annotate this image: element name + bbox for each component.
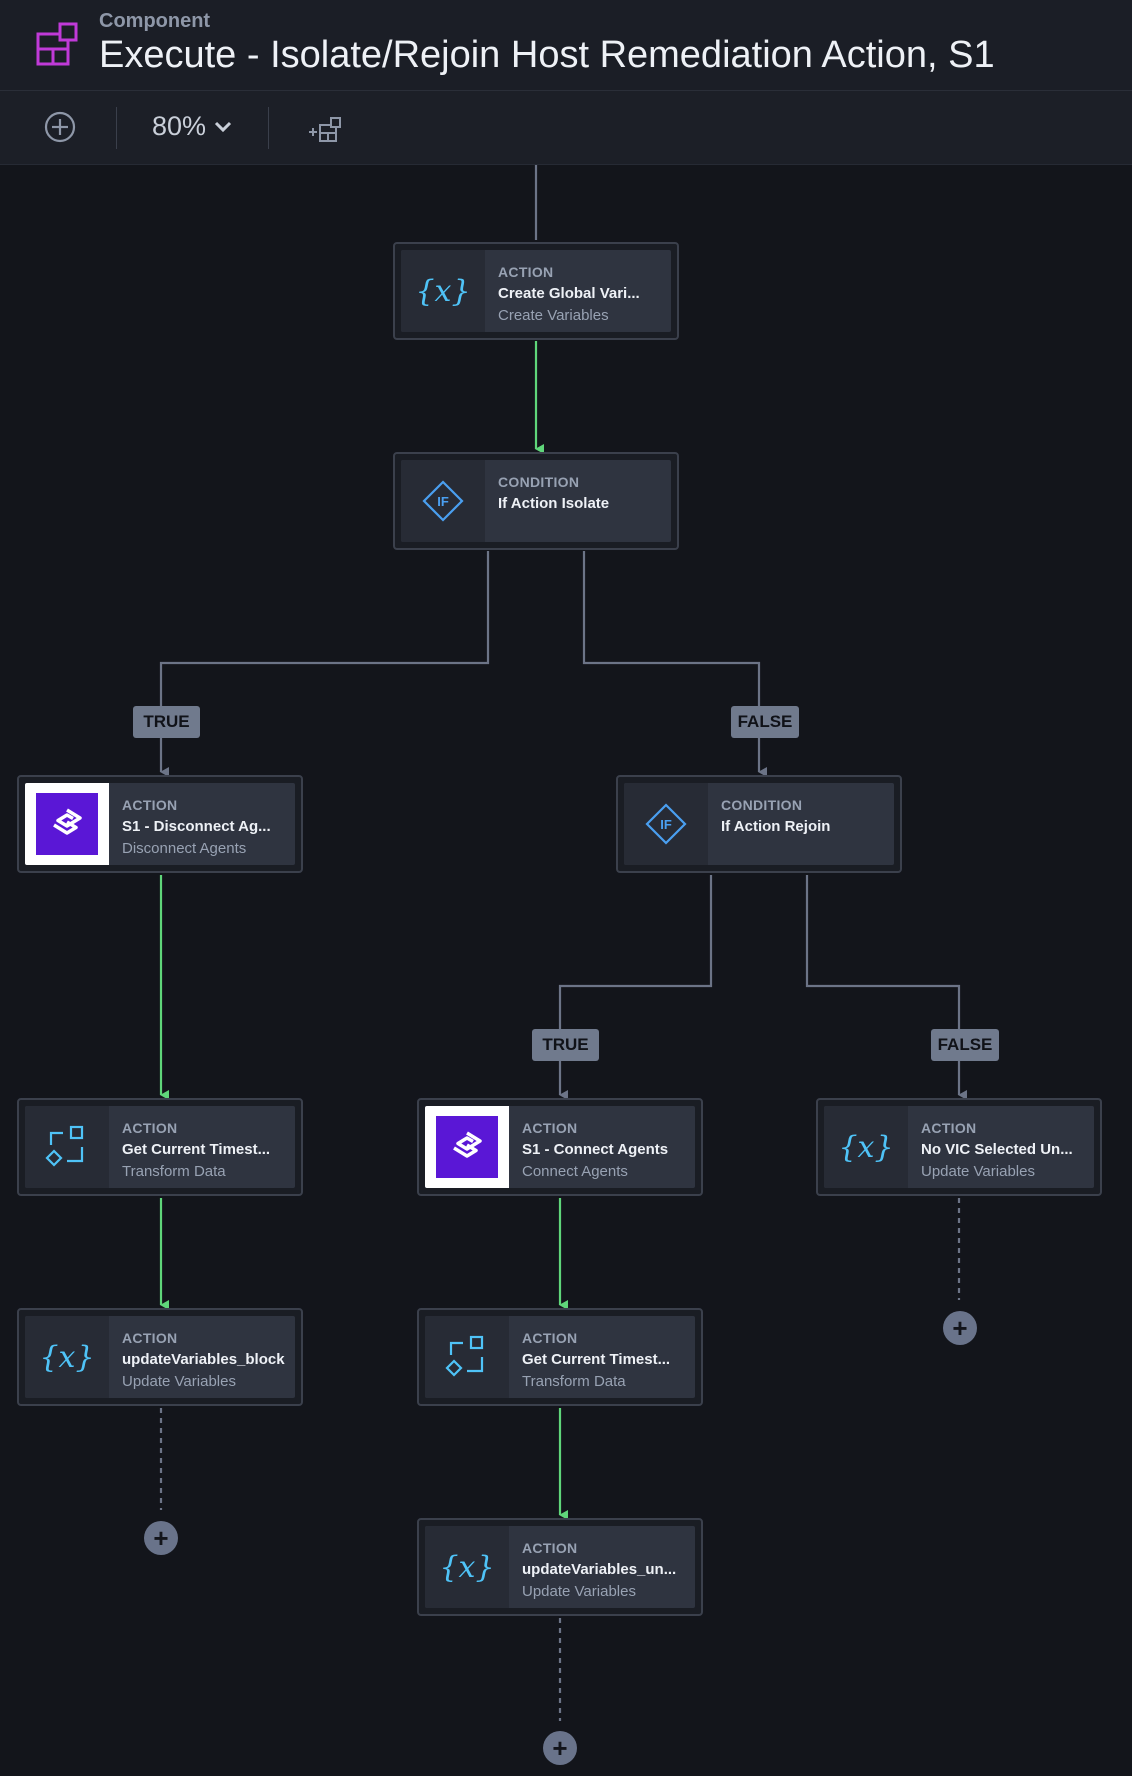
node-subtitle: Connect Agents bbox=[522, 1163, 628, 1180]
node-type: ACTION bbox=[921, 1120, 977, 1136]
node-if-action-isolate[interactable]: IF CONDITION If Action Isolate bbox=[393, 452, 679, 550]
transform-icon bbox=[45, 1125, 84, 1167]
node-title: No VIC Selected Un... bbox=[921, 1141, 1073, 1158]
node-type: CONDITION bbox=[498, 474, 580, 490]
add-component-icon[interactable] bbox=[306, 108, 348, 146]
add-step-button[interactable]: + bbox=[943, 1311, 977, 1345]
node-title: Create Global Vari... bbox=[498, 285, 640, 302]
edge-false bbox=[805, 875, 967, 1100]
node-s1-connect-agents[interactable]: ACTION S1 - Connect Agents Connect Agent… bbox=[417, 1098, 703, 1196]
toolbar-divider bbox=[268, 107, 269, 149]
node-create-global-variables[interactable]: {x} ACTION Create Global Vari... Create … bbox=[393, 242, 679, 340]
branch-label-true: TRUE bbox=[133, 706, 200, 738]
node-update-variables-un[interactable]: {x} ACTION updateVariables_un... Update … bbox=[417, 1518, 703, 1616]
edge-false bbox=[582, 551, 767, 777]
node-type: ACTION bbox=[498, 264, 554, 280]
node-type: ACTION bbox=[522, 1120, 578, 1136]
toolbar-divider bbox=[116, 107, 117, 149]
node-subtitle: Update Variables bbox=[522, 1583, 636, 1600]
node-no-vic-selected[interactable]: {x} ACTION No VIC Selected Un... Update … bbox=[816, 1098, 1102, 1196]
add-step-button[interactable]: + bbox=[144, 1521, 178, 1555]
node-title: Get Current Timest... bbox=[522, 1351, 671, 1368]
if-condition-icon: IF bbox=[645, 803, 687, 845]
svg-text:{x}: {x} bbox=[441, 1550, 493, 1585]
node-title: updateVariables_un... bbox=[522, 1561, 677, 1578]
node-type: ACTION bbox=[122, 1330, 178, 1346]
variable-icon: {x} bbox=[41, 1340, 93, 1375]
node-title: If Action Isolate bbox=[498, 495, 610, 512]
node-if-action-rejoin[interactable]: IF CONDITION If Action Rejoin bbox=[616, 775, 902, 873]
canvas-toolbar: 80% bbox=[0, 91, 1132, 165]
svg-text:IF: IF bbox=[660, 817, 672, 832]
node-type: ACTION bbox=[122, 1120, 178, 1136]
node-get-current-timestamp[interactable]: ACTION Get Current Timest... Transform D… bbox=[417, 1308, 703, 1406]
node-title: If Action Rejoin bbox=[721, 818, 831, 835]
svg-text:{x}: {x} bbox=[417, 274, 469, 309]
sentinelone-icon bbox=[436, 1116, 498, 1178]
header-subtitle: Component bbox=[99, 10, 211, 32]
edge-true bbox=[159, 551, 490, 777]
chevron-down-icon bbox=[214, 121, 232, 132]
variable-icon: {x} bbox=[441, 1550, 493, 1585]
node-type: ACTION bbox=[522, 1330, 578, 1346]
node-subtitle: Create Variables bbox=[498, 307, 609, 324]
zoom-select[interactable]: 80% bbox=[152, 111, 232, 142]
zoom-value: 80% bbox=[152, 111, 207, 141]
edge-true bbox=[558, 875, 713, 1100]
svg-text:{x}: {x} bbox=[840, 1130, 892, 1165]
component-header: Component Execute - Isolate/Rejoin Host … bbox=[0, 0, 1132, 91]
node-subtitle: Update Variables bbox=[921, 1163, 1035, 1180]
node-get-current-timestamp[interactable]: ACTION Get Current Timest... Transform D… bbox=[17, 1098, 303, 1196]
component-icon bbox=[36, 22, 78, 66]
node-type: ACTION bbox=[122, 797, 178, 813]
sentinelone-icon bbox=[36, 793, 98, 855]
node-update-variables-block[interactable]: {x} ACTION updateVariables_block Update … bbox=[17, 1308, 303, 1406]
branch-label-false: FALSE bbox=[931, 1029, 999, 1061]
node-subtitle: Transform Data bbox=[122, 1163, 226, 1180]
node-title: Get Current Timest... bbox=[122, 1141, 271, 1158]
node-subtitle: Update Variables bbox=[122, 1373, 236, 1390]
page-title: Execute - Isolate/Rejoin Host Remediatio… bbox=[99, 34, 995, 76]
branch-label-true: TRUE bbox=[532, 1029, 599, 1061]
add-node-icon[interactable] bbox=[41, 108, 79, 146]
variable-icon: {x} bbox=[840, 1130, 892, 1165]
node-subtitle: Disconnect Agents bbox=[122, 840, 247, 857]
node-type: ACTION bbox=[522, 1540, 578, 1556]
workflow-canvas[interactable]: {x} ACTION Create Global Vari... Create … bbox=[0, 165, 1132, 1776]
svg-text:IF: IF bbox=[437, 494, 449, 509]
branch-label-false: FALSE bbox=[731, 706, 799, 738]
svg-text:{x}: {x} bbox=[41, 1340, 93, 1375]
variable-icon: {x} bbox=[417, 274, 469, 309]
node-subtitle: Transform Data bbox=[522, 1373, 626, 1390]
if-condition-icon: IF bbox=[422, 480, 464, 522]
add-step-button[interactable]: + bbox=[543, 1731, 577, 1765]
node-title: S1 - Disconnect Ag... bbox=[122, 818, 271, 835]
node-s1-disconnect-agents[interactable]: ACTION S1 - Disconnect Ag... Disconnect … bbox=[17, 775, 303, 873]
node-type: CONDITION bbox=[721, 797, 803, 813]
node-title: updateVariables_block bbox=[122, 1351, 285, 1368]
node-title: S1 - Connect Agents bbox=[522, 1141, 669, 1158]
transform-icon bbox=[445, 1335, 484, 1377]
